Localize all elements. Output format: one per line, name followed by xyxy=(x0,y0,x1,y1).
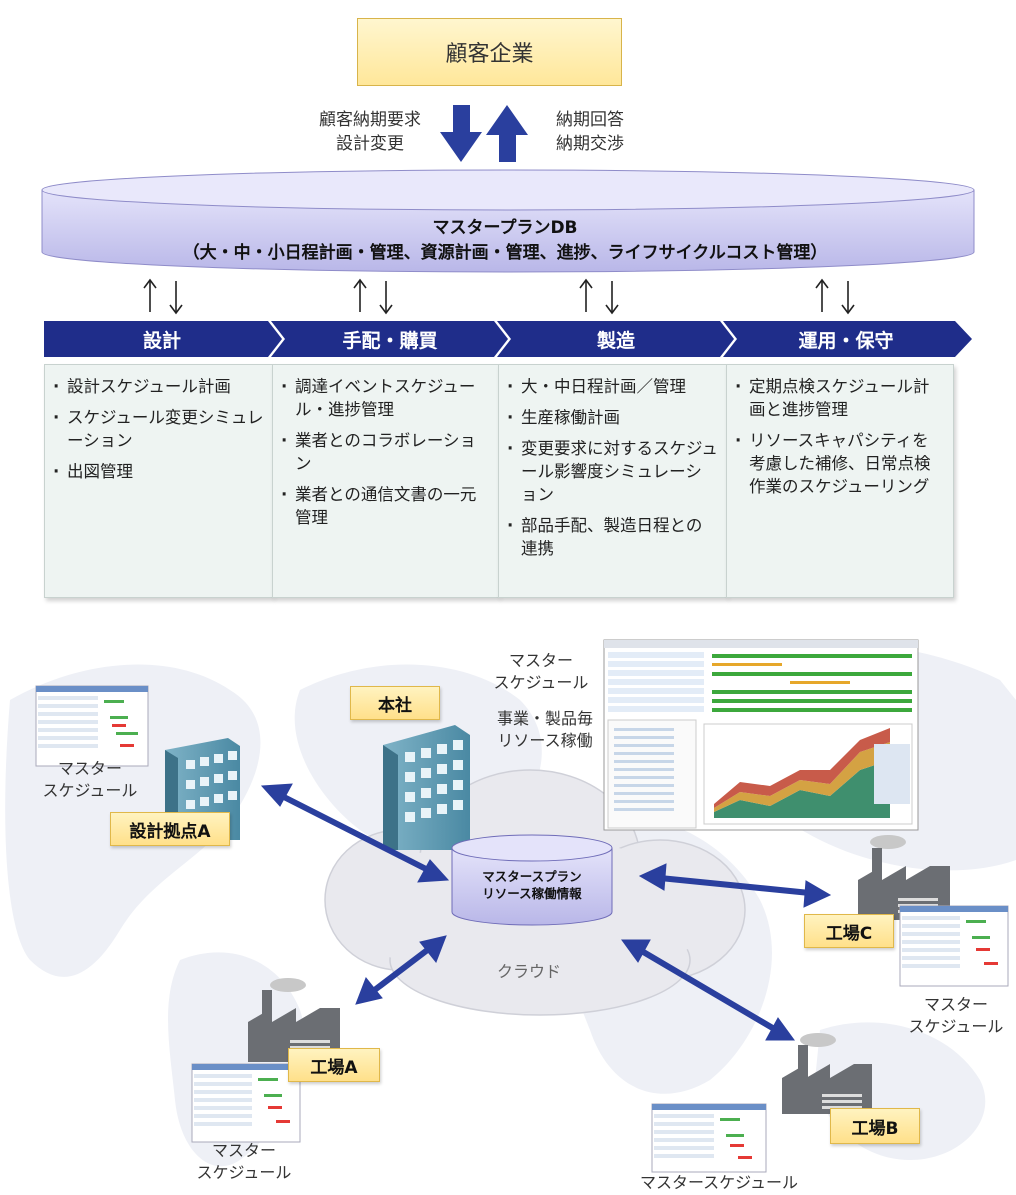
sync-arrow-2-icon xyxy=(353,278,393,315)
response-label: 納期回答 納期交渉 xyxy=(545,108,635,156)
factory-c-tag: 工場C xyxy=(804,914,894,948)
link-factory-c-arrow-icon xyxy=(638,863,832,908)
design-caption-line-2: スケジュール xyxy=(42,781,138,800)
factory-a-caption: マスター スケジュール xyxy=(184,1140,304,1184)
phase-title-design: 設計 xyxy=(142,329,181,352)
center-db-line-1: マスタースプラン xyxy=(482,869,582,884)
cloud-label: クラウド xyxy=(497,962,562,981)
center-db-line-2: リソース稼働情報 xyxy=(482,886,582,901)
maintenance-item-2: リソースキャパシティを考慮した補修、日常点検作業のスケジューリング xyxy=(735,429,945,498)
hq-caption-resource: 事業・製品毎 リソース稼働 xyxy=(490,708,600,752)
hq-caption-line-4: リソース稼働 xyxy=(497,731,593,750)
design-item-1: 設計スケジュール計画 xyxy=(53,375,264,398)
maintenance-item-1: 定期点検スケジュール計画と進捗管理 xyxy=(735,375,945,421)
link-factory-a-arrow-icon xyxy=(355,935,447,1005)
phase-chevron-2 xyxy=(271,321,508,357)
design-item-2: スケジュール変更シミュレーション xyxy=(53,406,264,452)
link-arrows xyxy=(260,783,832,1041)
sync-arrow-4-icon xyxy=(815,278,855,315)
design-item-3: 出図管理 xyxy=(53,460,264,483)
procurement-item-1: 調達イベントスケジュール・進捗管理 xyxy=(281,375,490,421)
customer-box: 顧客企業 xyxy=(357,18,622,86)
design-site-tag: 設計拠点A xyxy=(110,812,230,846)
design-schedule-caption: マスター スケジュール xyxy=(30,758,150,802)
schedule-thumbnail-factory-a xyxy=(191,1063,301,1143)
phase-column-maintenance: 定期点検スケジュール計画と進捗管理 リソースキャパシティを考慮した補修、日常点検… xyxy=(726,364,954,598)
phase-column-design: 設計スケジュール計画 スケジュール変更シミュレーション 出図管理 xyxy=(44,364,273,598)
factory-c-caption-line-1: マスター xyxy=(923,995,988,1014)
phase-chevron-3 xyxy=(497,321,734,357)
central-db-cylinder xyxy=(451,834,613,926)
link-design-arrow-icon xyxy=(260,783,450,883)
phase-chevron-4 xyxy=(723,321,972,357)
factory-c-caption-line-2: スケジュール xyxy=(908,1017,1004,1036)
procurement-item-2: 業者とのコラボレーション xyxy=(281,429,490,475)
phase-title-manufacturing: 製造 xyxy=(596,329,635,352)
phase-chevrons xyxy=(44,321,972,357)
phase-chevron-1 xyxy=(44,321,282,357)
manufacturing-item-1: 大・中日程計画／管理 xyxy=(507,375,718,398)
hq-caption-line-2: スケジュール xyxy=(493,673,589,692)
manufacturing-item-4: 部品手配、製造日程との連携 xyxy=(507,514,718,560)
factory-a-caption-line-1: マスター xyxy=(211,1141,276,1160)
hq-caption-schedule: マスター スケジュール xyxy=(486,650,596,694)
phase-title-maintenance: 運用・保守 xyxy=(798,329,894,352)
hq-building-icon xyxy=(383,725,470,850)
request-line-1: 顧客納期要求 xyxy=(319,110,421,130)
request-line-2: 設計変更 xyxy=(336,134,404,154)
masterdb-subtitle: （大・中・小日程計画・管理、資源計画・管理、進捗、ライフサイクルコスト管理） xyxy=(182,243,828,263)
sync-arrow-3-icon xyxy=(579,278,619,315)
factory-a-tag: 工場A xyxy=(288,1048,380,1082)
factory-a-caption-line-2: スケジュール xyxy=(196,1163,292,1182)
phase-column-manufacturing: 大・中日程計画／管理 生産稼働計画 変更要求に対するスケジュール影響度シミュレー… xyxy=(498,364,727,598)
factory-c-caption: マスター スケジュール xyxy=(898,994,1014,1038)
schedule-thumbnail-design xyxy=(35,685,149,767)
up-arrow-icon xyxy=(486,105,528,162)
response-line-2: 納期交渉 xyxy=(556,134,624,154)
masterdb-label: マスタープランDB （大・中・小日程計画・管理、資源計画・管理、進捗、ライフサイ… xyxy=(60,216,950,266)
customer-label: 顧客企業 xyxy=(445,42,534,67)
down-arrow-icon xyxy=(440,105,482,162)
manufacturing-item-2: 生産稼働計画 xyxy=(507,406,718,429)
procurement-item-3: 業者との通信文書の一元管理 xyxy=(281,483,490,529)
center-db-label: マスタースプラン リソース稼働情報 xyxy=(462,868,602,902)
sync-arrow-1-icon xyxy=(143,278,183,315)
schedule-thumbnail-factory-c xyxy=(899,905,1009,987)
hq-caption-line-1: マスター xyxy=(508,651,573,670)
phase-column-procurement: 調達イベントスケジュール・進捗管理 業者とのコラボレーション 業者との通信文書の… xyxy=(272,364,499,598)
factory-b-tag: 工場B xyxy=(830,1108,920,1144)
masterdb-cylinder xyxy=(41,169,975,273)
factory-b-icon xyxy=(782,1033,872,1114)
phase-title-procurement: 手配・購買 xyxy=(342,329,438,352)
link-factory-b-arrow-icon xyxy=(621,939,795,1041)
schedule-thumbnail-factory-b xyxy=(651,1103,767,1173)
request-label: 顧客納期要求 設計変更 xyxy=(300,108,440,156)
design-caption-line-1: マスター xyxy=(57,759,122,778)
masterdb-title: マスタープランDB xyxy=(432,218,578,238)
manufacturing-item-3: 変更要求に対するスケジュール影響度シミュレーション xyxy=(507,437,718,506)
response-line-1: 納期回答 xyxy=(556,110,624,130)
hq-schedule-screenshot xyxy=(603,639,919,831)
sync-arrows xyxy=(143,278,855,315)
hq-tag: 本社 xyxy=(350,686,440,720)
factory-b-caption: マスタースケジュール xyxy=(639,1173,799,1192)
hq-caption-line-3: 事業・製品毎 xyxy=(496,709,593,728)
